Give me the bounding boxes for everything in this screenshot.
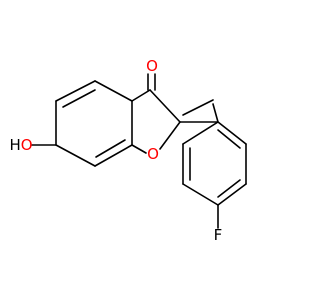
bond-c1-c2: [55, 80, 96, 102]
bond-p1-p2: [182, 121, 219, 145]
ring-oxygen-label: O: [147, 145, 159, 163]
bond-p1-p6: [217, 121, 247, 145]
bond-c6-c1: [94, 80, 133, 102]
bond-c8-o: [159, 121, 181, 150]
bond-ch-aryl: [212, 103, 219, 123]
bond-p4-p5: [217, 183, 247, 206]
structure-canvas: O O HO F: [9, 57, 247, 244]
fluorophenyl-ring: [182, 121, 247, 206]
bond-p4-p5-inner: [217, 179, 241, 198]
hydroxyl-label: HO: [9, 136, 32, 154]
fluorine-label: F: [214, 226, 223, 244]
benzene-ring-fused: [55, 80, 133, 167]
bond-c6-c7: [131, 89, 151, 102]
molecule-diagram: O O HO F: [9, 57, 247, 244]
bond-p1-p6-inner: [217, 129, 241, 149]
bond-c4-c5: [94, 144, 133, 167]
carbonyl-oxygen-label: O: [146, 57, 158, 75]
bond-exo-double-2: [182, 99, 214, 116]
bond-o-c5: [131, 144, 147, 154]
bond-c4-c5-inner: [95, 139, 126, 158]
bond-c3-c4: [55, 144, 96, 167]
bond-c1-c2-inner: [62, 89, 96, 108]
furanone-ring: [131, 89, 181, 154]
bond-p3-p4: [182, 183, 219, 206]
bond-c7-c8: [149, 89, 181, 123]
